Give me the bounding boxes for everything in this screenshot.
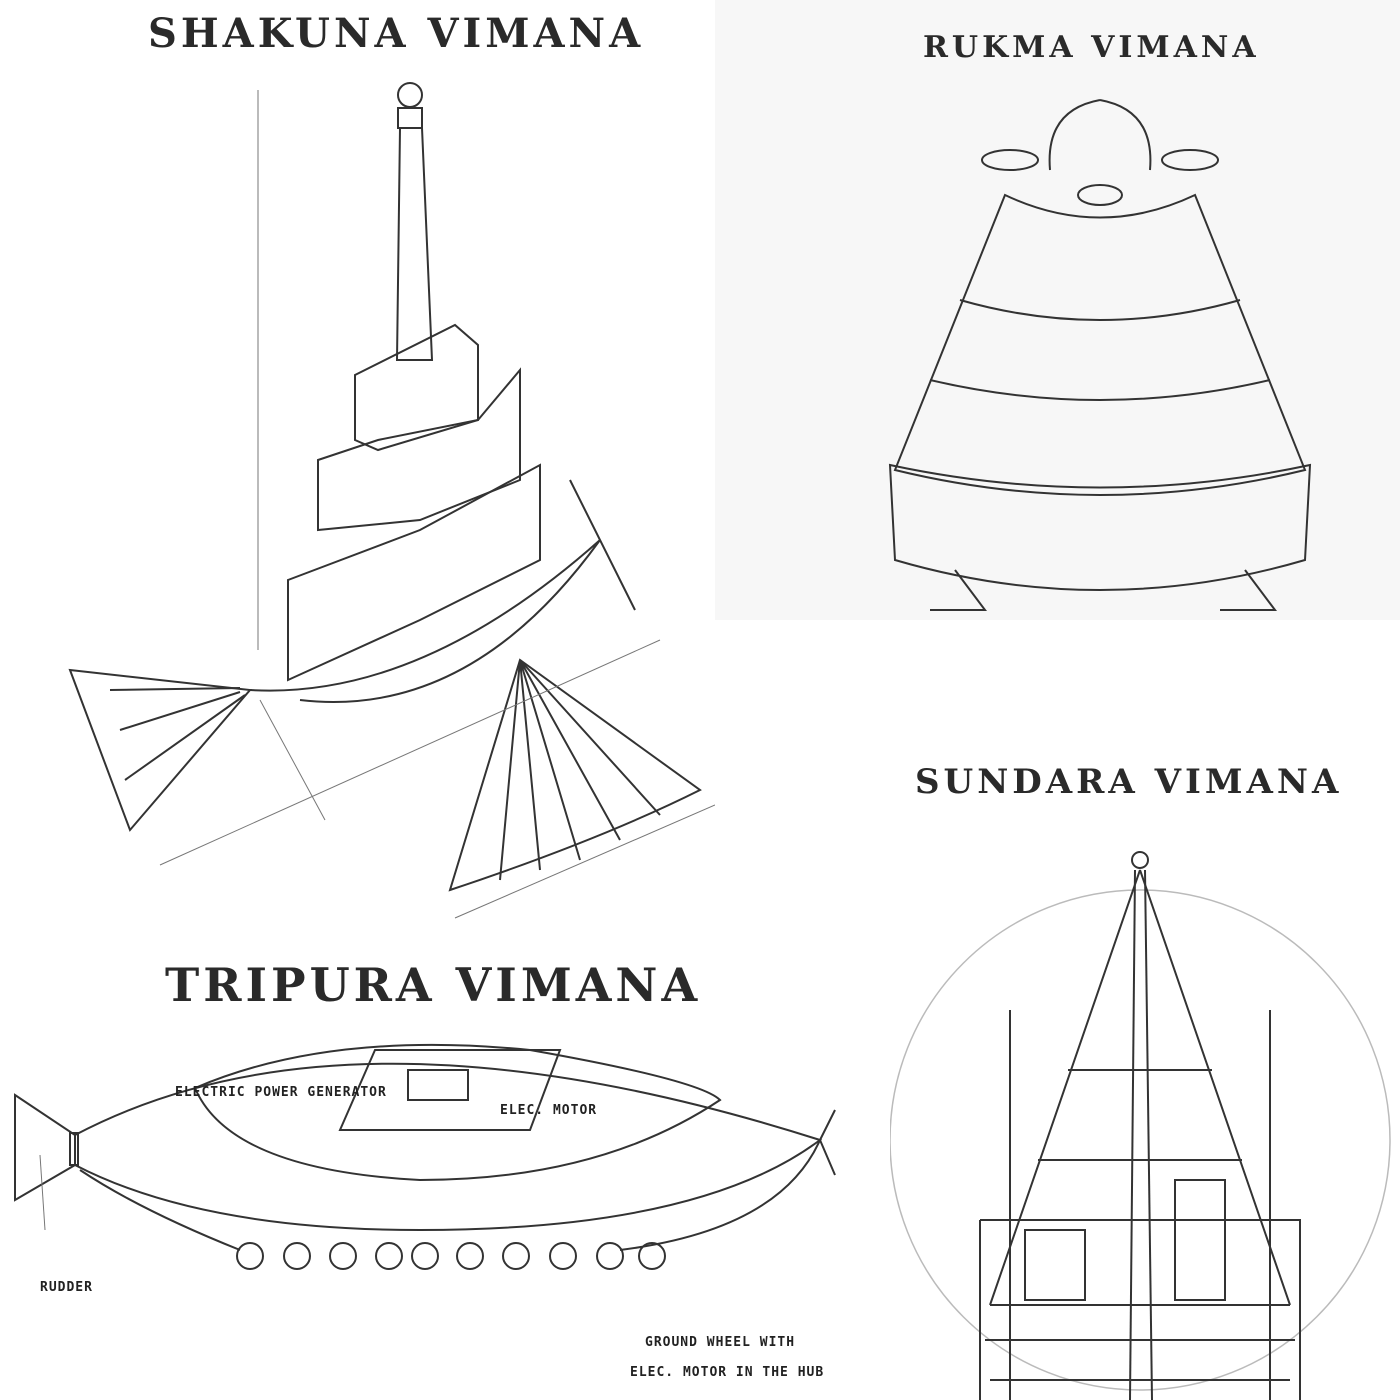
ground-wheels bbox=[236, 1242, 666, 1270]
rukma-title: RUKMA VIMANA bbox=[923, 30, 1260, 65]
wheel-label-line1: GROUND WHEEL WITH bbox=[645, 1335, 796, 1350]
shakuna-drawing bbox=[68, 82, 715, 919]
sundara-drawing bbox=[890, 851, 1391, 1400]
sundara-title: SUNDARA VIMANA bbox=[915, 762, 1343, 802]
rudder-label: RUDDER bbox=[40, 1280, 93, 1295]
shakuna-title: SHAKUNA VIMANA bbox=[148, 10, 645, 57]
motor-label: ELEC. MOTOR bbox=[500, 1103, 598, 1118]
tripura-panel: TRIPURA VIMANA ELECTRIC POWER GENERATOR … bbox=[0, 930, 880, 1400]
rukma-drawing bbox=[888, 99, 1312, 611]
shakuna-panel: SHAKUNA VIMANA bbox=[0, 0, 715, 930]
tripura-drawing bbox=[14, 1043, 836, 1270]
rukma-panel: RUKMA VIMANA bbox=[715, 0, 1400, 620]
wheel-label-line2: ELEC. MOTOR IN THE HUB bbox=[630, 1365, 825, 1380]
tripura-title: TRIPURA VIMANA bbox=[165, 958, 702, 1012]
sundara-panel: SUNDARA VIMANA bbox=[890, 760, 1400, 1400]
generator-label: ELECTRIC POWER GENERATOR bbox=[175, 1085, 387, 1100]
